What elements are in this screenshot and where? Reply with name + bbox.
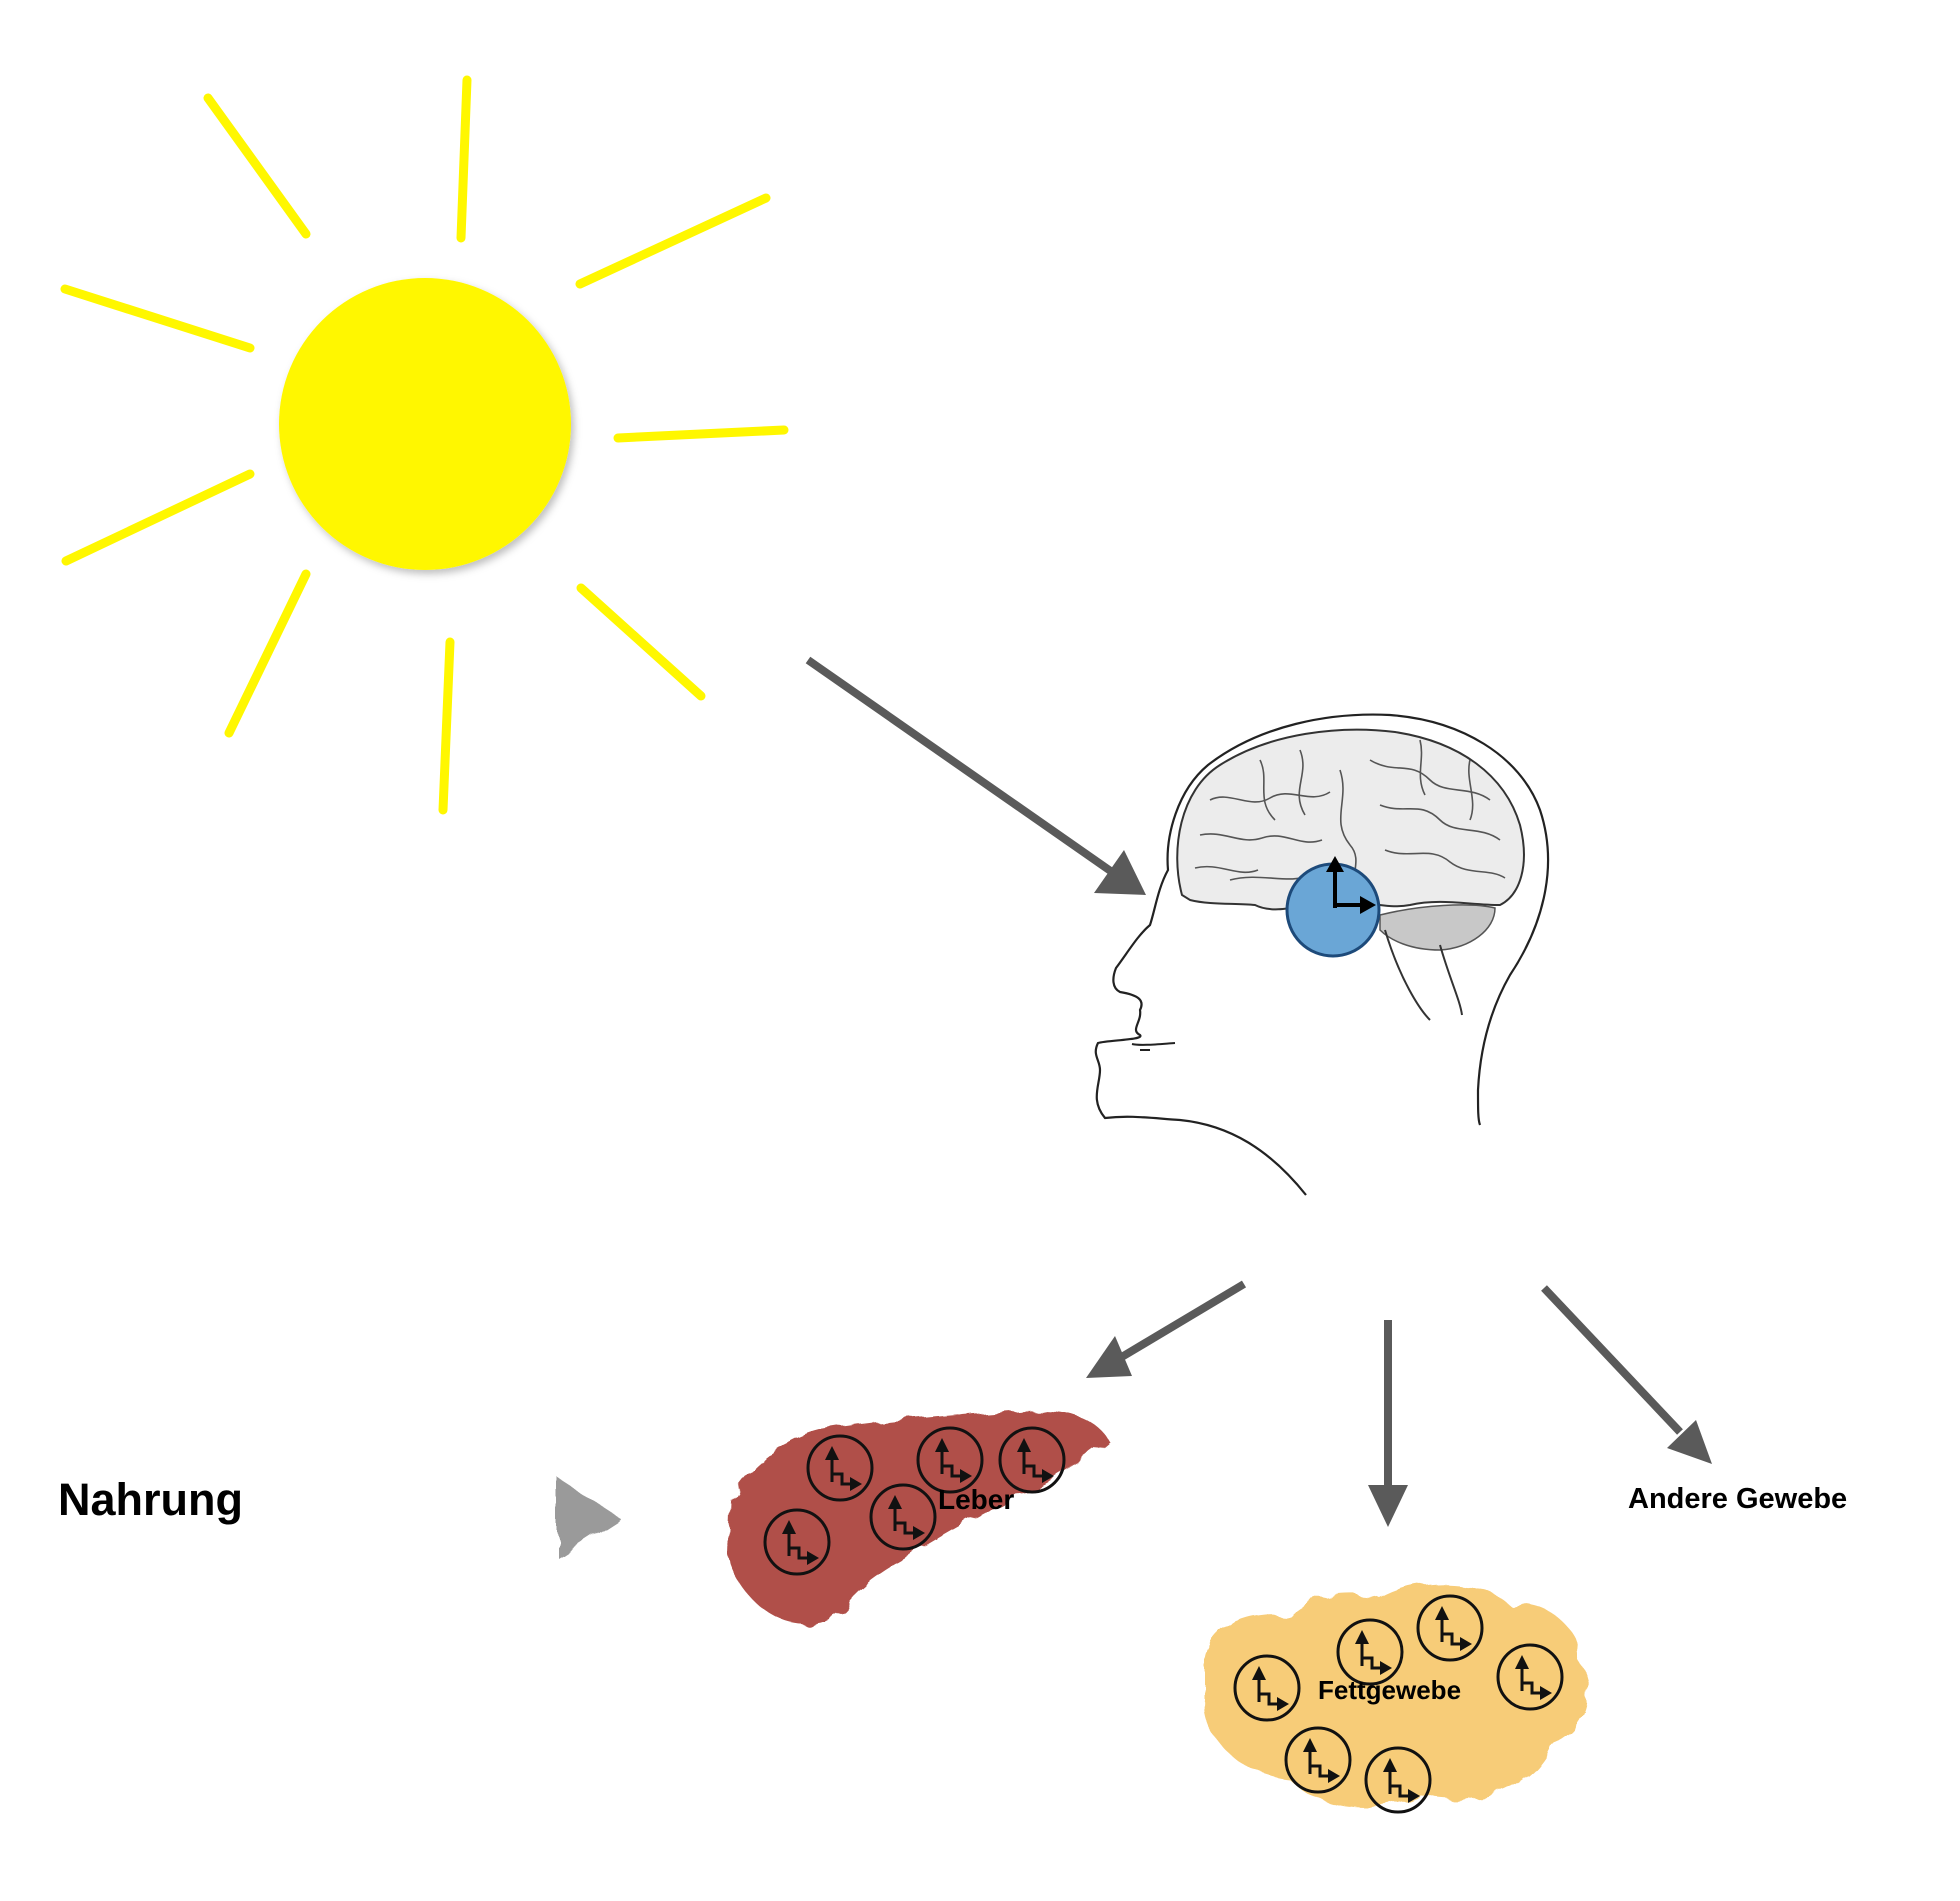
light-arrow xyxy=(805,656,1146,895)
liver-label: Leber xyxy=(938,1484,1015,1515)
liver-organ xyxy=(728,1408,1108,1624)
food-label: Nahrung xyxy=(58,1474,243,1525)
sun-icon xyxy=(60,75,789,815)
clock-icon xyxy=(1285,856,1381,958)
food-arrow xyxy=(325,1478,620,1558)
other-tissues-label: Andere Gewebe xyxy=(1628,1483,1848,1515)
adipose-tissue xyxy=(1204,1582,1589,1814)
adipose-label: Fettgewebe xyxy=(1318,1675,1462,1705)
signal-arrows xyxy=(1086,1280,1712,1527)
